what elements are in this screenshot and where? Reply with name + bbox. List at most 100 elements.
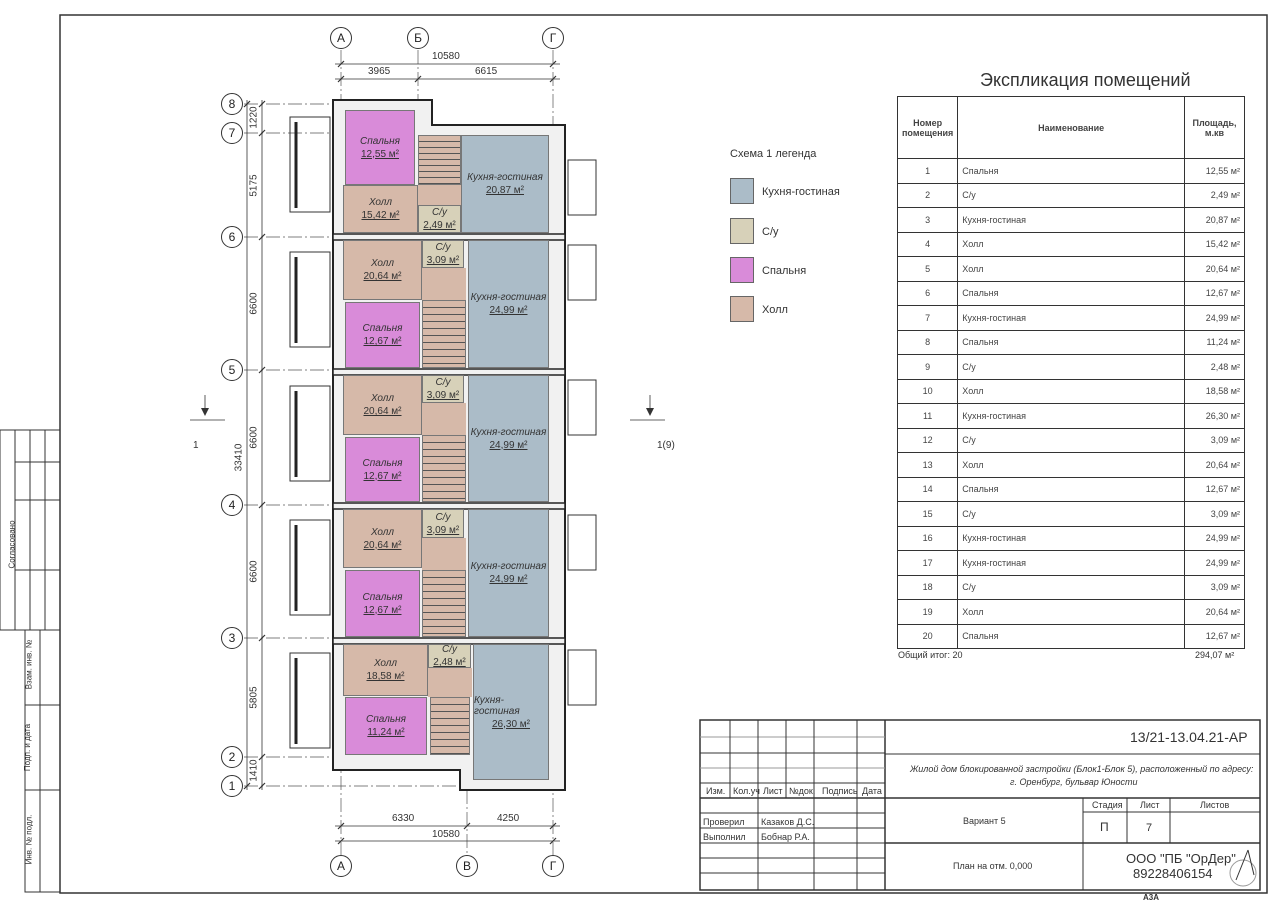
staircase xyxy=(422,570,466,637)
room-area: 12,67 м² xyxy=(363,470,402,482)
total-area: 294,07 м² xyxy=(1195,650,1235,660)
room-hall-extension xyxy=(422,538,466,570)
col-header: Изм. xyxy=(706,786,726,796)
axis-bubble: Б xyxy=(407,27,429,49)
room-name: С/у xyxy=(957,182,1185,208)
room-name: Холл xyxy=(957,378,1185,404)
stage-value: П xyxy=(1100,820,1109,834)
header-name: Наименование xyxy=(957,96,1185,159)
room-name: Спальня xyxy=(957,476,1185,502)
room-number: 9 xyxy=(896,354,959,380)
explication-table: Номер помещения Наименование Площадь, м.… xyxy=(896,96,1245,649)
col-header: Кол.уч xyxy=(733,786,760,796)
room-area: 24,99 м² xyxy=(1184,525,1245,551)
room-name: С/у xyxy=(435,242,451,253)
axis-bubble: 5 xyxy=(221,359,243,381)
room-number: 5 xyxy=(896,256,959,282)
total-label: Общий итог: 20 xyxy=(898,650,963,660)
room-name: С/у xyxy=(957,501,1185,527)
room-number: 1 xyxy=(896,158,959,184)
legend-label: Кухня-гостиная xyxy=(762,186,840,198)
room-area: 12,67 м² xyxy=(363,604,402,616)
room-name: Спальня xyxy=(366,714,406,725)
room-number: 18 xyxy=(896,574,959,600)
sheet-title: План на отм. 0,000 xyxy=(953,861,1033,871)
legend-swatch xyxy=(730,296,754,322)
room-number: 10 xyxy=(896,378,959,404)
room-number: 13 xyxy=(896,452,959,478)
room-name: Кухня-гостиная xyxy=(467,172,543,183)
room-area: 12,67 м² xyxy=(1184,623,1245,649)
room-name: С/у xyxy=(432,207,447,218)
room-area: 24,99 м² xyxy=(1184,550,1245,576)
room-name: Спальня xyxy=(362,323,403,334)
room-area: 3,09 м² xyxy=(426,524,460,536)
room-name: Кухня-гостиная xyxy=(957,550,1185,576)
room-bathroom: С/у 2,49 м² xyxy=(418,205,461,233)
room-area: 11,24 м² xyxy=(367,727,405,738)
axis-bubble: Г xyxy=(542,855,564,877)
room-area: 2,49 м² xyxy=(423,220,456,231)
axis-bubble: Г xyxy=(542,27,564,49)
room-area: 18,58 м² xyxy=(366,671,405,682)
project-address: г. Оренбург, бульвар Юности xyxy=(1010,777,1138,787)
room-name: Спальня xyxy=(362,457,403,469)
room-area: 3,09 м² xyxy=(426,255,460,266)
room-name: С/у xyxy=(435,511,451,523)
room-name: Кухня-гостиная xyxy=(470,426,547,438)
axis-bubble: 2 xyxy=(221,746,243,768)
col-header: Дата xyxy=(862,786,882,796)
room-area: 20,64 м² xyxy=(363,271,402,282)
room-number: 4 xyxy=(896,231,959,257)
section-mark: 1(9) xyxy=(657,440,675,451)
room-name: Спальня xyxy=(957,158,1185,184)
room-area: 24,99 м² xyxy=(489,574,528,585)
legend-title: Схема 1 легенда xyxy=(730,148,817,160)
room-name: С/у xyxy=(957,574,1185,600)
legend-label: Холл xyxy=(762,304,788,316)
room-name: Спальня xyxy=(957,623,1185,649)
axis-bubble: 8 xyxy=(221,93,243,115)
axis-bubble: 4 xyxy=(221,494,243,516)
header-area: Площадь, м.кв xyxy=(1184,96,1245,159)
sheet-value: 7 xyxy=(1146,822,1153,834)
legend-swatch xyxy=(730,218,754,244)
dim-text: 6330 xyxy=(392,813,415,824)
room-number: 8 xyxy=(896,329,959,355)
room-name: С/у xyxy=(442,644,457,655)
room-area: 18,58 м² xyxy=(1184,378,1245,404)
room-hall-extension xyxy=(428,668,472,697)
axis-bubble: 7 xyxy=(221,122,243,144)
room-area: 2,48 м² xyxy=(433,657,466,668)
room-area: 3,09 м² xyxy=(1184,427,1245,453)
room-name: Кухня-гостиная xyxy=(470,561,547,572)
room-area: 20,64 м² xyxy=(1184,452,1245,478)
room-area: 20,64 м² xyxy=(363,539,402,551)
header-number: Номер помещения xyxy=(896,96,959,159)
axis-bubble: 6 xyxy=(221,226,243,248)
section-mark: 1 xyxy=(193,440,199,451)
variant: Вариант 5 xyxy=(963,816,1006,826)
company-phone: 89228406154 xyxy=(1133,866,1213,881)
room-name: С/у xyxy=(957,427,1185,453)
room-area: 15,42 м² xyxy=(361,210,400,221)
legend-swatch xyxy=(730,257,754,283)
room-name: Спальня xyxy=(362,591,403,603)
room-name: Холл xyxy=(370,393,395,404)
dim-text: 4250 xyxy=(497,813,520,824)
room-bathroom: С/у 3,09 м² xyxy=(422,240,464,268)
sheet-label: Лист xyxy=(1140,800,1160,810)
room-area: 20,64 м² xyxy=(363,406,402,417)
